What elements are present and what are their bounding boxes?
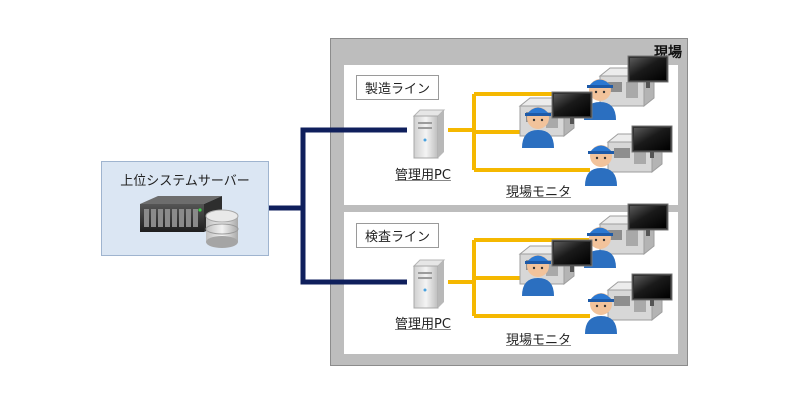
- uplink-connector: [269, 127, 407, 211]
- worker-icon: [585, 293, 617, 334]
- monitor-icon: [627, 55, 669, 88]
- uplink-connector: [300, 208, 407, 285]
- manufacturing-line-label: 製造ライン: [356, 75, 440, 100]
- monitor-icon: [551, 239, 593, 272]
- manufacturing-pc-label: 管理用PC: [395, 168, 451, 183]
- server-title: 上位システムサーバー: [120, 174, 250, 189]
- pc-tower-icon: [412, 259, 446, 309]
- pc-tower-icon: [412, 109, 446, 159]
- monitor-icon: [551, 91, 593, 124]
- worker-icon: [522, 255, 554, 296]
- manufacturing-monitor-label: 現場モニタ: [506, 185, 572, 200]
- monitor-icon: [631, 273, 673, 306]
- inspection-pc-label: 管理用PC: [395, 317, 451, 332]
- worker-icon: [522, 107, 554, 148]
- worker-icon: [585, 145, 617, 186]
- inspection-monitor-label: 現場モニタ: [506, 333, 572, 348]
- monitor-icon: [631, 125, 673, 158]
- inspection-line-label: 検査ライン: [356, 223, 440, 248]
- database-icon: [205, 209, 239, 248]
- server-rack-icon: [140, 196, 222, 232]
- monitor-icon: [627, 203, 669, 236]
